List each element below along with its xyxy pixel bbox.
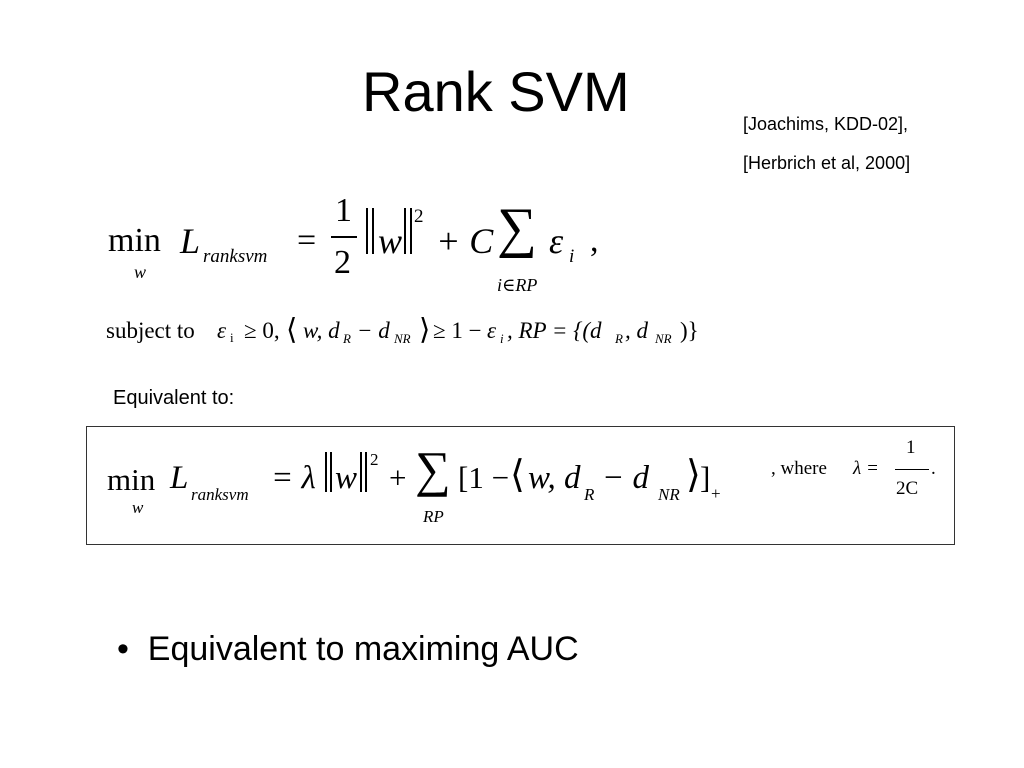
- norm-bar-right-inner: [404, 208, 406, 254]
- right-angle-bracket-2: ⟩: [686, 454, 701, 496]
- constraint-epsilon: ε: [217, 318, 227, 343]
- left-angle-bracket: ⟨: [286, 314, 298, 346]
- bullet-marker: •: [117, 630, 148, 668]
- epsilon-symbol: ε: [549, 221, 564, 261]
- weight-vector: w: [378, 221, 403, 261]
- left-angle-bracket-2: ⟨: [510, 454, 525, 496]
- minus-d: − d: [357, 318, 390, 343]
- rp-NR-subscript: NR: [655, 331, 672, 346]
- margin-constraint: ≥ 1 −: [433, 318, 482, 343]
- loss-subscript-2: ranksvm: [191, 485, 249, 504]
- lambda-fraction-numerator: 1: [906, 437, 916, 458]
- loss-symbol: L: [180, 221, 201, 261]
- lambda-equals: λ =: [853, 458, 879, 479]
- fraction-numerator: 1: [335, 192, 352, 229]
- min-subscript-2: w: [132, 498, 144, 517]
- where-label: , where: [771, 458, 827, 479]
- square-exponent: 2: [414, 206, 424, 227]
- equivalent-formula-box: [86, 426, 955, 545]
- constraint-epsilon-subscript: i: [230, 330, 234, 345]
- min-operator: min: [108, 222, 161, 259]
- d-NR-subscript-2: NR: [658, 485, 680, 504]
- summation-subscript-2: RP: [423, 507, 444, 526]
- norm-bar-left-inner: [372, 208, 374, 254]
- slack-epsilon: ε: [487, 318, 497, 343]
- slide-title: Rank SVM: [362, 60, 630, 123]
- right-angle-bracket: ⟩: [419, 314, 431, 346]
- norm2-right-outer: [365, 452, 367, 492]
- loss-subscript: ranksvm: [203, 246, 268, 267]
- plus-sign-2: +: [389, 460, 407, 495]
- subject-to-label: subject to: [106, 318, 195, 343]
- summation-sign-2: ∑: [415, 441, 451, 497]
- norm2-right-inner: [360, 452, 362, 492]
- equals-lambda: = λ: [271, 460, 316, 496]
- fraction-denominator: 2: [334, 244, 351, 281]
- fraction-bar: [331, 236, 357, 238]
- rp-R-subscript: R: [615, 331, 623, 346]
- rp-comma-d: , d: [625, 318, 648, 343]
- min-operator-2: min: [107, 462, 156, 497]
- norm-bar-right-outer: [410, 208, 412, 254]
- hinge-plus-subscript: +: [711, 484, 721, 503]
- norm2-left-inner: [330, 452, 332, 492]
- lambda-fraction-bar: [895, 469, 929, 470]
- norm-bar-left-outer: [366, 208, 368, 254]
- weight-vector-2: w: [335, 460, 358, 496]
- bullet-text: Equivalent to maximing AUC: [147, 630, 579, 668]
- lambda-fraction-denominator: 2C: [896, 478, 919, 499]
- loss-symbol-2: L: [170, 460, 189, 496]
- epsilon-subscript: i: [569, 246, 575, 267]
- final-period: .: [931, 458, 936, 479]
- inner-product-w-d: w, d: [303, 318, 340, 343]
- hinge-open: [1 −: [458, 460, 510, 495]
- slack-epsilon-subscript: i: [500, 331, 504, 346]
- reference-joachims: [Joachims, KDD-02],: [743, 114, 909, 134]
- bullet-item: • Equivalent to maximing AUC: [117, 630, 579, 669]
- min-subscript: w: [134, 262, 147, 282]
- hinge-close: ]: [700, 460, 711, 495]
- equals-sign: =: [297, 222, 317, 259]
- reference-herbrich: [Herbrich et al, 2000]: [743, 153, 911, 173]
- d-NR-subscript: NR: [394, 331, 411, 346]
- d-R-subscript: R: [343, 331, 351, 346]
- trailing-comma: ,: [590, 222, 599, 259]
- plus-C: + C: [436, 221, 494, 261]
- equivalent-label: Equivalent to:: [113, 387, 235, 409]
- summation-sign: ∑: [497, 197, 537, 259]
- rp-definition: , RP = {(d: [507, 318, 602, 343]
- minus-d-2: − d: [602, 460, 650, 496]
- summation-subscript: i∈RP: [497, 275, 538, 295]
- square-exponent-2: 2: [370, 450, 379, 469]
- norm2-left-outer: [325, 452, 327, 492]
- rp-close: )}: [680, 318, 699, 343]
- inner-product-w-d-2: w, d: [528, 460, 581, 496]
- d-R-subscript-2: R: [584, 485, 595, 504]
- nonnegativity: ≥ 0,: [244, 318, 280, 343]
